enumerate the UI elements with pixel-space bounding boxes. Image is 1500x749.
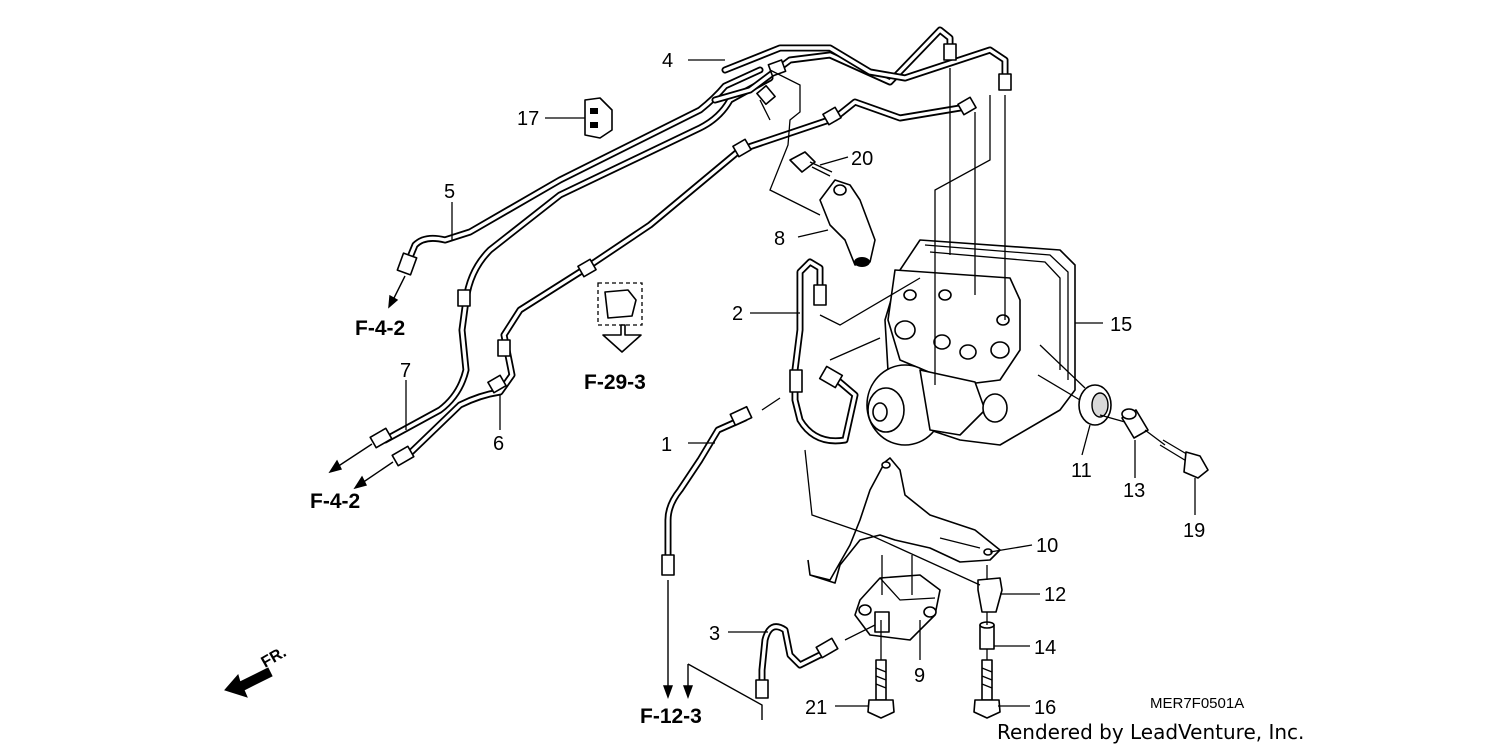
bracket-8[interactable] xyxy=(819,179,876,267)
callout-11: 11 xyxy=(1071,460,1092,482)
callout-3: 3 xyxy=(709,623,720,645)
ref-f123: F-12-3 xyxy=(640,705,702,728)
bolt-16[interactable] xyxy=(973,659,1001,719)
callout-19: 19 xyxy=(1183,520,1205,542)
valve-9[interactable] xyxy=(854,574,941,641)
reference-labels: F-4-2 F-4-2 F-29-3 F-12-3 xyxy=(310,317,702,728)
callout-13: 13 xyxy=(1123,480,1145,502)
callout-2: 2 xyxy=(732,303,743,325)
pipe-fittings xyxy=(369,43,1012,467)
pipe-6[interactable] xyxy=(401,98,964,462)
callout-14: 14 xyxy=(1034,637,1056,659)
callout-7: 7 xyxy=(400,360,411,382)
callout-15: 15 xyxy=(1110,314,1132,336)
bolt-21[interactable] xyxy=(867,659,895,719)
bracket-10[interactable] xyxy=(807,457,1001,584)
pipe-4[interactable] xyxy=(711,26,1009,104)
ref-f293: F-29-3 xyxy=(584,371,646,394)
abs-modulator-15[interactable] xyxy=(866,239,1076,446)
ref-arrows xyxy=(328,275,763,720)
callout-1: 1 xyxy=(661,434,672,456)
callout-labels: 4 17 5 20 8 2 15 7 6 1 11 13 19 10 12 3 … xyxy=(400,50,1205,719)
bolt-19[interactable] xyxy=(1159,439,1209,479)
callout-4: 4 xyxy=(662,50,673,72)
pipe-3[interactable] xyxy=(755,623,839,699)
bolt-20[interactable] xyxy=(789,151,833,177)
clamp-17[interactable] xyxy=(584,97,613,139)
diagram-code: MER7F0501A xyxy=(1150,695,1244,712)
ref-f42-lower: F-4-2 xyxy=(310,490,360,513)
footer-credit: Rendered by LeadVenture, Inc. xyxy=(997,720,1304,744)
leader-lines xyxy=(405,59,1196,707)
grommet-12[interactable] xyxy=(977,577,1003,613)
callout-9: 9 xyxy=(914,665,925,687)
ref-f42-upper: F-4-2 xyxy=(355,317,405,340)
ref-box-f293[interactable] xyxy=(597,282,643,353)
callout-12: 12 xyxy=(1044,584,1066,606)
pipe-5[interactable] xyxy=(404,66,764,266)
grommet-11[interactable] xyxy=(1078,384,1112,426)
callout-17: 17 xyxy=(517,108,539,130)
pipe-1[interactable] xyxy=(661,405,753,576)
front-direction-arrow: FR. xyxy=(224,644,290,698)
callout-21: 21 xyxy=(805,697,827,719)
callout-20: 20 xyxy=(851,148,873,170)
callout-10: 10 xyxy=(1036,535,1058,557)
callout-8: 8 xyxy=(774,228,785,250)
pipe-2[interactable] xyxy=(789,258,859,445)
pipe-7[interactable] xyxy=(381,74,774,444)
callout-5: 5 xyxy=(444,181,455,203)
collar-13[interactable] xyxy=(1121,408,1149,439)
collar-14[interactable] xyxy=(979,621,995,650)
front-label: FR. xyxy=(259,644,290,672)
callout-16: 16 xyxy=(1034,697,1056,719)
callout-6: 6 xyxy=(493,433,504,455)
